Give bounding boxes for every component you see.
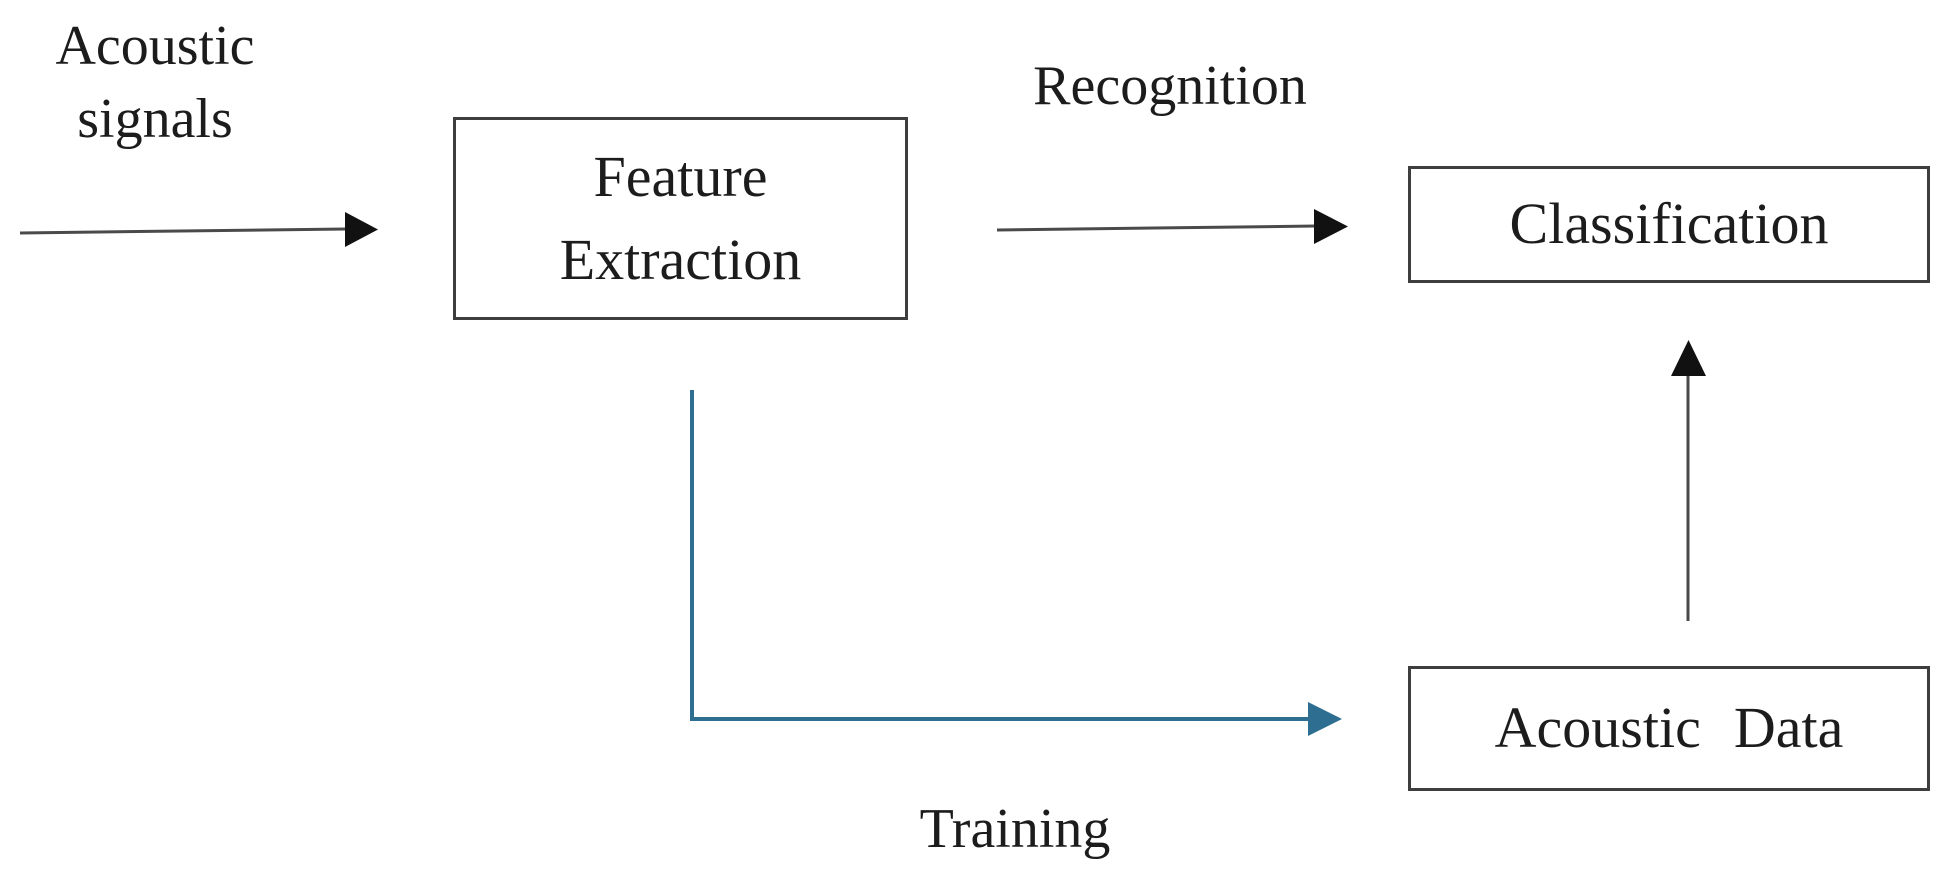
recognition-arrow — [996, 209, 1348, 244]
acoustic-signals-arrow-line — [19, 227, 347, 235]
training-arrowhead-icon — [1308, 702, 1342, 736]
acoustic-data-node: Acoustic Data — [1408, 666, 1930, 791]
acoustic-signals-arrowhead-icon — [345, 212, 378, 247]
recognition-arrow-line — [996, 224, 1317, 232]
feedback-arrow — [1671, 340, 1706, 621]
training-arrow — [690, 390, 1342, 736]
acoustic-signals-label: Acoustic signals — [55, 15, 255, 150]
classification-node: Classification — [1408, 166, 1930, 283]
feedback-arrowhead-icon — [1671, 340, 1706, 376]
feature-extraction-node: Feature Extraction — [453, 117, 908, 320]
acoustic-signals-arrow — [19, 212, 378, 247]
training-arrow-line — [690, 390, 1310, 721]
recognition-arrowhead-icon — [1314, 209, 1348, 244]
recognition-label: Recognition — [1033, 55, 1307, 117]
training-label: Training — [919, 798, 1111, 860]
